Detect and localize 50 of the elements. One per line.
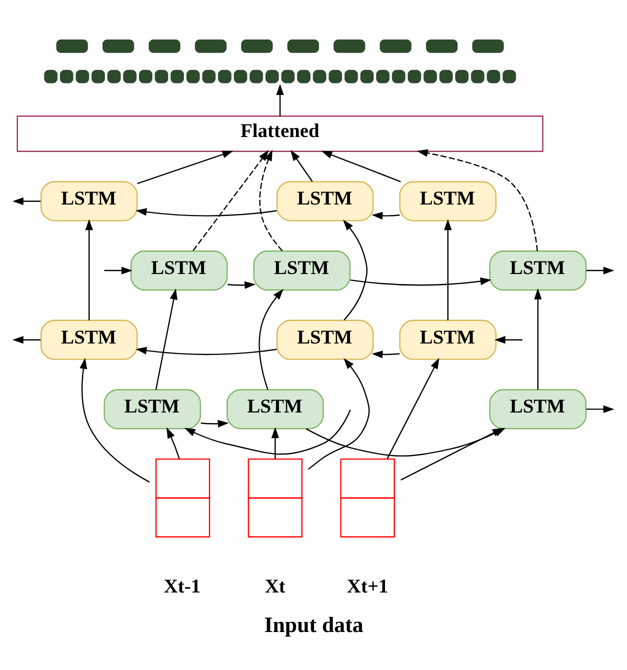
arrow bbox=[290, 150, 313, 182]
node-box: LSTM bbox=[399, 320, 497, 360]
node-box: LSTM bbox=[489, 250, 587, 291]
arrow bbox=[166, 427, 180, 459]
node-box: LSTM bbox=[130, 250, 228, 291]
arrow bbox=[259, 150, 283, 252]
arrow bbox=[372, 212, 400, 220]
arrow bbox=[271, 427, 280, 459]
node-label: Xt+1 bbox=[346, 576, 388, 598]
node-box: LSTM bbox=[399, 181, 497, 222]
arrow bbox=[184, 410, 351, 455]
arrow bbox=[136, 208, 277, 216]
arrow bbox=[80, 358, 150, 483]
arrow bbox=[192, 150, 269, 251]
caption: Input data bbox=[264, 612, 364, 638]
node-label: Xt-1 bbox=[164, 576, 201, 598]
arrow bbox=[137, 150, 234, 184]
node-box: LSTM bbox=[40, 320, 138, 360]
node-box: Flattened bbox=[16, 115, 544, 152]
arrow bbox=[494, 336, 522, 344]
arrow bbox=[321, 150, 401, 182]
arrow bbox=[386, 358, 440, 459]
arrow bbox=[85, 219, 93, 320]
node-box: LSTM bbox=[276, 181, 374, 222]
arrow bbox=[586, 266, 614, 274]
node-box: LSTM bbox=[276, 320, 374, 360]
node-box: LSTM bbox=[104, 389, 201, 430]
node-box: LSTM bbox=[226, 389, 324, 430]
arrow bbox=[342, 220, 368, 320]
node-label: Xt bbox=[264, 576, 286, 598]
arrow bbox=[308, 358, 370, 470]
arrow bbox=[228, 281, 256, 289]
node-box: LSTM bbox=[253, 250, 351, 291]
arrow bbox=[136, 346, 277, 356]
arrow bbox=[534, 288, 542, 390]
arrow bbox=[200, 420, 229, 428]
arrow bbox=[372, 350, 400, 358]
node-box: LSTM bbox=[489, 389, 587, 430]
arrow bbox=[258, 288, 284, 390]
arrow bbox=[155, 288, 178, 390]
arrow bbox=[276, 84, 284, 116]
arrow bbox=[400, 428, 504, 480]
node-box: LSTM bbox=[40, 181, 138, 222]
arrow bbox=[350, 277, 492, 286]
arrow bbox=[416, 149, 538, 252]
arrow bbox=[12, 197, 41, 206]
arrow bbox=[12, 336, 41, 344]
arrow bbox=[444, 219, 452, 320]
arrow bbox=[104, 266, 132, 274]
arrow bbox=[586, 405, 614, 414]
